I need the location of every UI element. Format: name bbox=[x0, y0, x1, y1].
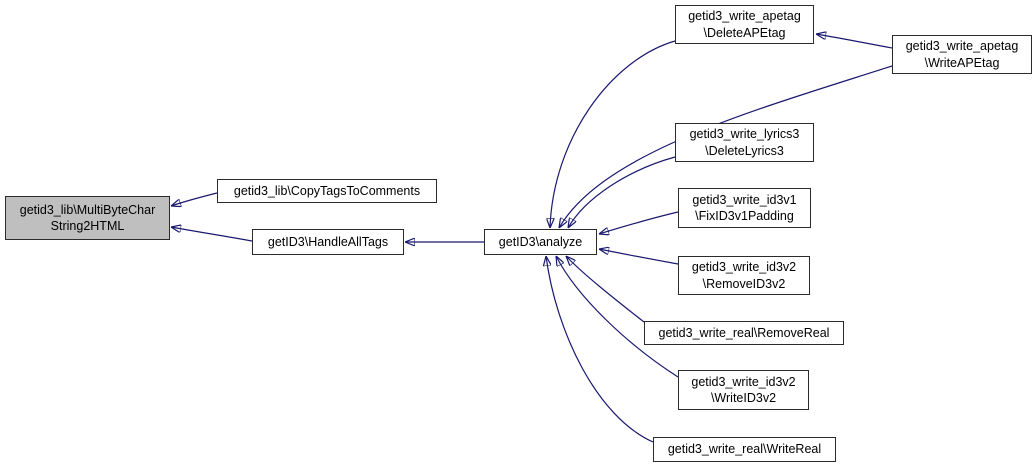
edge-removeid3v2-to-analyze bbox=[599, 249, 679, 265]
node-multibytechar-string2html: getid3_lib\MultiByteChar String2HTML bbox=[5, 196, 170, 240]
edge-removereal-to-analyze bbox=[566, 256, 645, 323]
node-copytagstocomments[interactable]: getid3_lib\CopyTagsToComments bbox=[217, 179, 437, 203]
node-fixid3v1padding[interactable]: getid3_write_id3v1 \FixID3v1Padding bbox=[678, 188, 811, 228]
node-analyze[interactable]: getID3\analyze bbox=[484, 229, 597, 255]
edge-handlealltags-to-multibytechar bbox=[171, 227, 253, 242]
edge-copytagstocomments-to-multibytechar bbox=[171, 192, 218, 206]
edge-deletelyrics3-to-analyze bbox=[568, 156, 676, 228]
node-writereal[interactable]: getid3_write_real\WriteReal bbox=[653, 437, 836, 462]
edge-fixid3v1padding-to-analyze bbox=[599, 211, 679, 234]
node-deleteapetag[interactable]: getid3_write_apetag \DeleteAPEtag bbox=[675, 5, 814, 44]
edge-writereal-to-analyze bbox=[546, 256, 654, 443]
node-deletelyrics3[interactable]: getid3_write_lyrics3 \DeleteLyrics3 bbox=[675, 123, 814, 162]
node-writeapetag[interactable]: getid3_write_apetag \WriteAPEtag bbox=[892, 35, 1032, 74]
node-removereal[interactable]: getid3_write_real\RemoveReal bbox=[644, 321, 844, 345]
edge-deleteapetag-to-analyze bbox=[550, 40, 676, 228]
edge-writeid3v2-to-analyze bbox=[556, 256, 679, 378]
node-writeid3v2[interactable]: getid3_write_id3v2 \WriteID3v2 bbox=[678, 370, 809, 410]
edge-writeapetag-to-deleteapetag bbox=[816, 34, 893, 49]
node-removeid3v2[interactable]: getid3_write_id3v2 \RemoveID3v2 bbox=[678, 256, 810, 295]
node-handlealltags[interactable]: getID3\HandleAllTags bbox=[252, 229, 404, 255]
